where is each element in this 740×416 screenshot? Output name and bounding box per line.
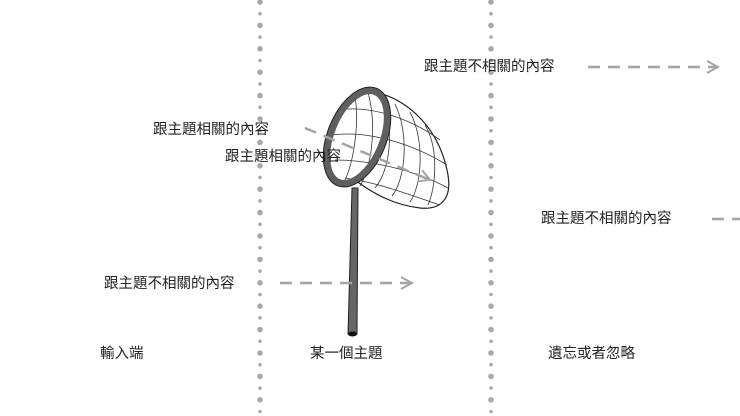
divider-dot (488, 116, 494, 122)
divider-dot (489, 316, 493, 320)
divider-dot (489, 269, 493, 273)
butterfly-net-icon (322, 86, 450, 337)
divider-dot (488, 373, 494, 380)
divider-dot (489, 386, 493, 390)
divider-dot (258, 339, 262, 344)
divider-dot (489, 222, 493, 227)
divider-input-topic (257, 0, 263, 414)
divider-dot (488, 163, 494, 169)
divider-dot (489, 152, 493, 156)
divider-dot (257, 350, 263, 356)
divider-dot (258, 152, 262, 156)
divider-dot (258, 11, 262, 16)
divider-dot (257, 256, 263, 263)
divider-dot (257, 0, 263, 5)
divider-dot (488, 0, 494, 5)
divider-dot (489, 175, 493, 180)
divider-dot (258, 128, 262, 133)
divider-dot (257, 22, 263, 29)
divider-dot (489, 35, 493, 39)
divider-dot (257, 139, 263, 146)
divider-dot (258, 175, 262, 180)
divider-dot (257, 233, 263, 239)
label-irrelevant-left: 跟主題不相關的內容 (104, 276, 235, 292)
divider-dot (258, 386, 262, 390)
divider-dot (488, 209, 494, 216)
divider-dot (258, 105, 262, 110)
divider-dot (257, 186, 263, 192)
divider-dot (489, 82, 493, 86)
divider-dot (488, 22, 494, 29)
divider-dot (488, 186, 494, 192)
divider-dot (488, 46, 494, 52)
divider-dot (489, 58, 493, 63)
divider-dot (258, 82, 262, 86)
divider-dot (489, 339, 493, 344)
divider-dot (488, 92, 494, 99)
divider-dot (257, 116, 263, 122)
divider-dot (257, 373, 263, 380)
divider-dot (488, 326, 494, 333)
divider-dot (489, 409, 493, 414)
divider-dot (257, 92, 263, 99)
column-topic: 某一個主題 (310, 346, 383, 362)
divider-dot (489, 199, 493, 203)
divider-dot (489, 362, 493, 367)
divider-dot (257, 46, 263, 52)
divider-dot (489, 128, 493, 133)
divider-dot (489, 11, 493, 16)
divider-dot (488, 139, 494, 146)
divider-dot (257, 163, 263, 169)
divider-dot (488, 350, 494, 356)
divider-dot (488, 280, 494, 286)
divider-dot (257, 397, 263, 403)
divider-dot (258, 269, 262, 273)
column-input: 輸入端 (100, 346, 144, 362)
label-irrelevant-right: 跟主題不相關的內容 (541, 211, 672, 227)
divider-dot (488, 256, 494, 263)
divider-dot (489, 245, 493, 250)
divider-dot (258, 362, 262, 367)
divider-dot (489, 292, 493, 297)
column-forget: 遺忘或者忽略 (548, 346, 635, 362)
divider-dot (258, 409, 262, 414)
label-relevant-1: 跟主題相關的內容 (153, 122, 269, 138)
divider-dot (258, 199, 262, 203)
divider-dot (488, 397, 494, 403)
divider-dot (258, 292, 262, 297)
divider-dot (489, 105, 493, 110)
divider-dot (258, 35, 262, 39)
label-irrelevant-top: 跟主題不相關的內容 (424, 59, 555, 75)
divider-dot (258, 245, 262, 250)
divider-dot (257, 209, 263, 216)
arrow-relevant (304, 126, 430, 180)
divider-dot (257, 303, 263, 310)
divider-topic-forget (488, 0, 494, 414)
divider-dot (257, 69, 263, 75)
divider-dot (488, 69, 494, 75)
divider-dot (488, 303, 494, 310)
divider-dot (257, 326, 263, 333)
divider-dot (488, 233, 494, 239)
divider-dot (257, 280, 263, 286)
divider-dot (258, 222, 262, 227)
label-relevant-2: 跟主題相關的內容 (225, 149, 341, 165)
divider-dot (258, 316, 262, 320)
divider-dot (258, 58, 262, 63)
